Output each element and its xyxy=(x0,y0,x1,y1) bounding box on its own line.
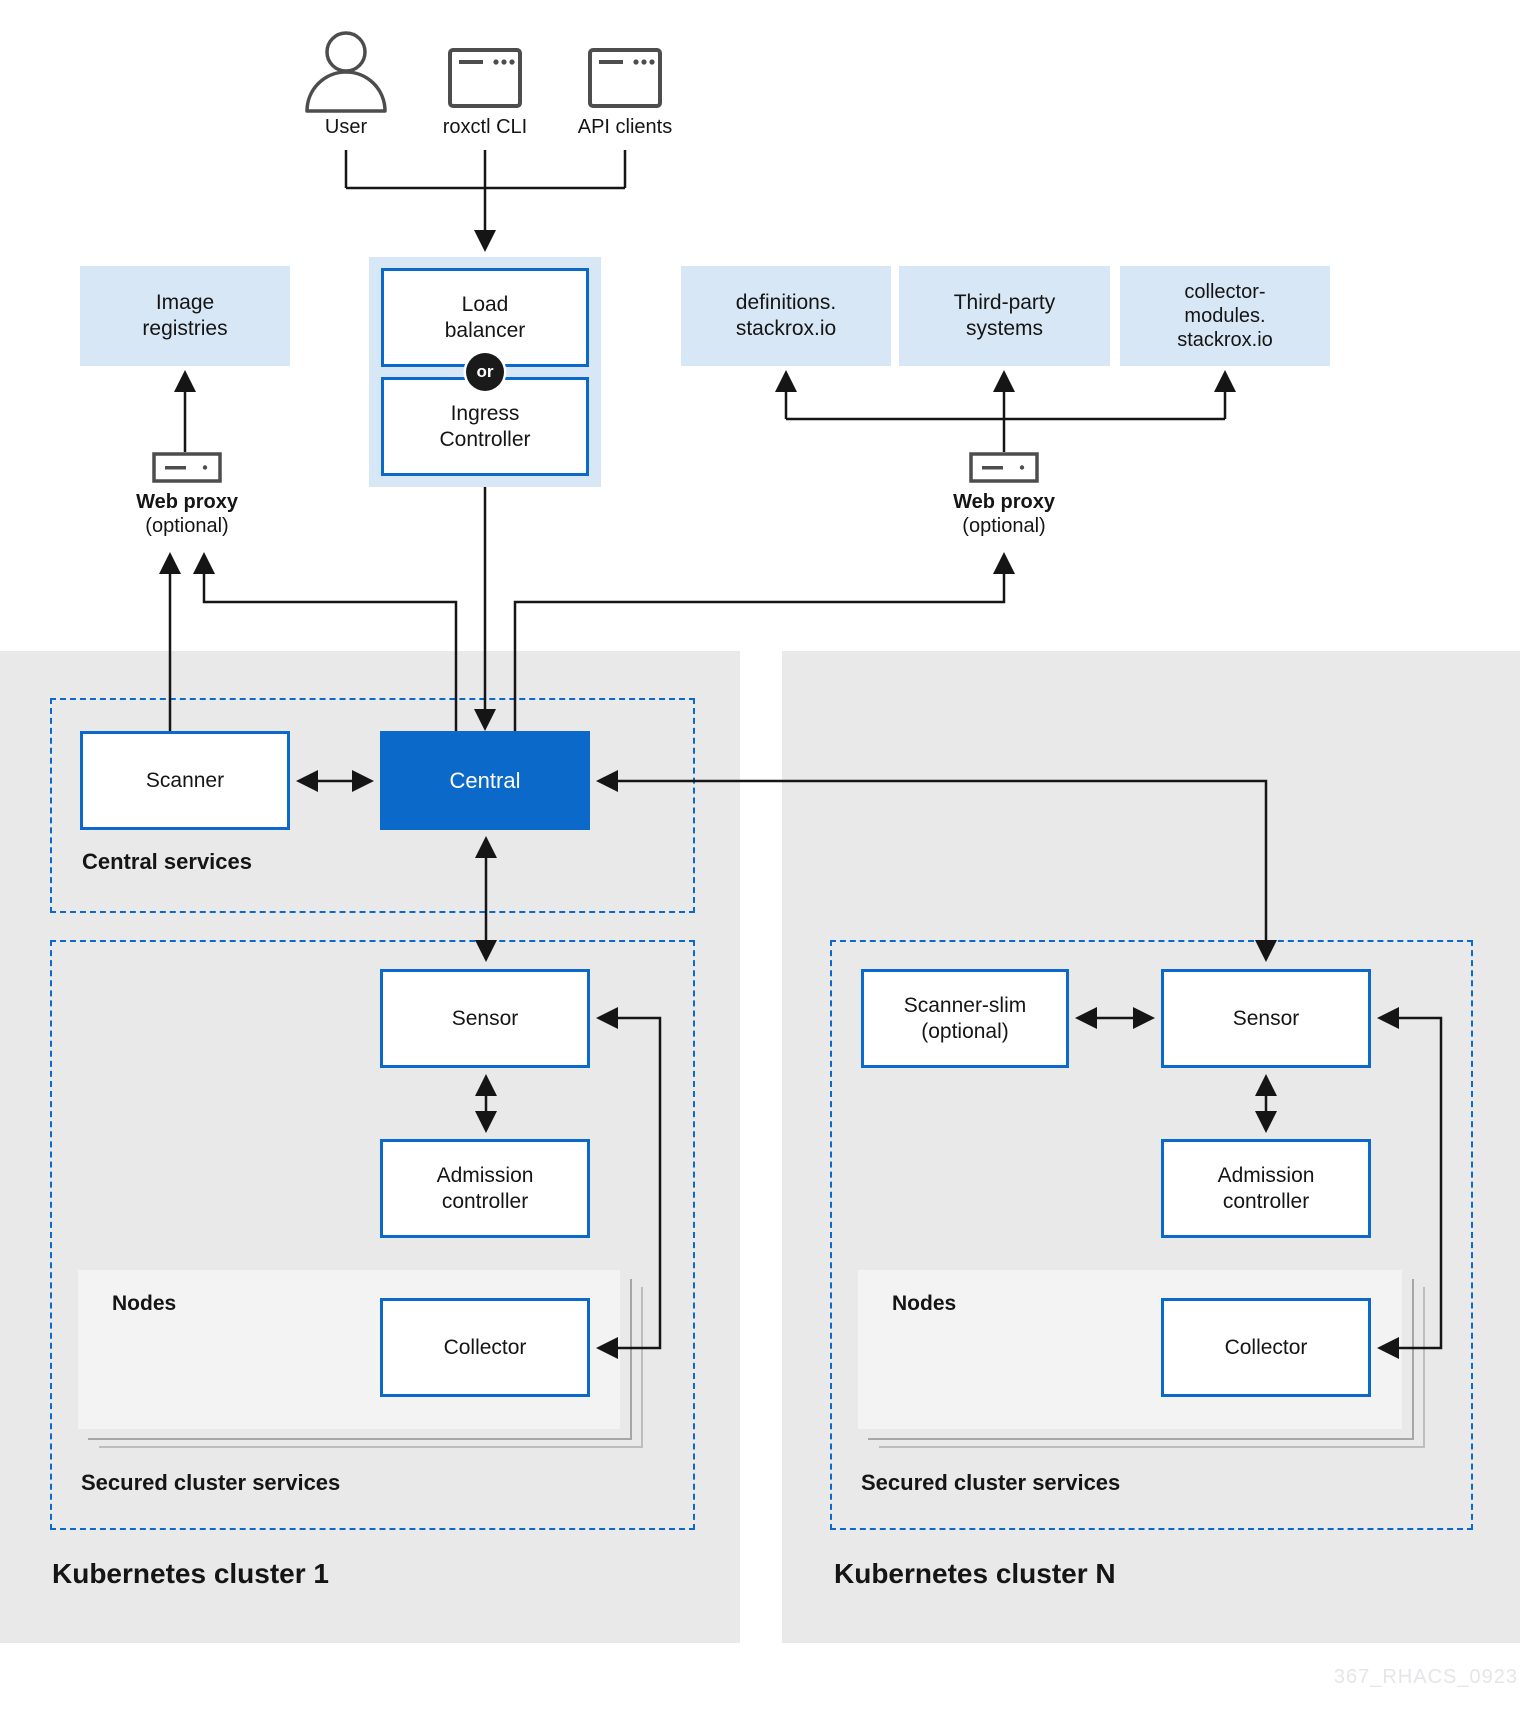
collector-modules-line1: collector- xyxy=(1184,281,1266,303)
web-proxy-left-title: Web proxy xyxy=(136,491,238,513)
nodes-sheet-mid xyxy=(88,1279,632,1440)
collector-label-clusterN: Collector xyxy=(1224,1335,1308,1359)
admission-line2-clusterN: controller xyxy=(1222,1189,1310,1213)
collector-box-clusterN: Collector xyxy=(1161,1298,1371,1397)
image-registries-line1: Image xyxy=(155,291,215,314)
terminal-window-icon xyxy=(448,48,522,108)
third-party-line1: Third-party xyxy=(953,291,1056,314)
web-proxy-left-label: Web proxy (optional) xyxy=(117,490,257,538)
cluster1-title: Kubernetes cluster 1 xyxy=(52,1558,329,1589)
scanner-label: Scanner xyxy=(145,768,225,792)
collector-label-cluster1: Collector xyxy=(443,1335,527,1359)
admission-controller-box-cluster1: Admission controller xyxy=(380,1139,590,1238)
collector-modules-box: collector- modules. stackrox.io xyxy=(1120,266,1330,366)
collector-box-cluster1: Collector xyxy=(380,1298,590,1397)
definitions-line1: definitions. xyxy=(735,291,837,314)
central-label: Central xyxy=(449,767,521,793)
secured-cluster-n-boundary xyxy=(830,940,1473,1530)
ingress-line1: Ingress xyxy=(450,401,520,425)
admission-line1-cluster1: Admission xyxy=(436,1163,534,1187)
web-proxy-left-subtitle: (optional) xyxy=(145,515,229,537)
scanner-slim-line1: Scanner-slim xyxy=(903,993,1027,1017)
admission-line2-cluster1: controller xyxy=(441,1189,529,1213)
admission-controller-box-clusterN: Admission controller xyxy=(1161,1139,1371,1238)
api-clients-label: API clients xyxy=(577,116,673,138)
web-proxy-right-subtitle: (optional) xyxy=(962,515,1046,537)
web-proxy-right-title: Web proxy xyxy=(953,491,1055,513)
sensor-label-cluster1: Sensor xyxy=(451,1006,519,1030)
sensor-label-clusterN: Sensor xyxy=(1232,1006,1300,1030)
image-registries-line2: registries xyxy=(142,317,228,340)
nodes-label-cluster1: Nodes xyxy=(112,1292,177,1315)
third-party-line2: systems xyxy=(965,317,1043,340)
ingress-line2: Controller xyxy=(439,427,531,451)
scanner-box: Scanner xyxy=(80,731,290,830)
sensor-box-clusterN: Sensor xyxy=(1161,969,1371,1068)
third-party-systems-box: Third-party systems xyxy=(899,266,1110,366)
web-proxy-left-icon xyxy=(152,452,222,483)
nodes-sheet-mid-n xyxy=(868,1279,1414,1440)
user-icon xyxy=(305,31,387,113)
admission-line1-clusterN: Admission xyxy=(1217,1163,1315,1187)
ingress-controller-box: Ingress Controller xyxy=(381,377,589,476)
roxctl-cli-label: roxctl CLI xyxy=(442,116,528,138)
load-balancer-line1: Load xyxy=(461,292,509,316)
figure-watermark: 367_RHACS_0923 xyxy=(1333,1666,1518,1688)
nodes-sheet-back-n xyxy=(879,1287,1425,1448)
secured-services-label-clusterN: Secured cluster services xyxy=(861,1470,1121,1495)
scanner-slim-line2: (optional) xyxy=(921,1019,1009,1043)
clusterN-panel xyxy=(782,651,1520,1643)
collector-modules-line2: modules. xyxy=(1184,305,1266,327)
web-proxy-right-icon xyxy=(969,452,1039,483)
nodes-label-clusterN: Nodes xyxy=(892,1292,957,1315)
nodes-sheet-back xyxy=(99,1287,643,1448)
sensor-box-cluster1: Sensor xyxy=(380,969,590,1068)
definitions-stackrox-box: definitions. stackrox.io xyxy=(681,266,891,366)
or-badge: or xyxy=(466,353,504,391)
secured-cluster-1-boundary xyxy=(50,940,695,1530)
central-services-label: Central services xyxy=(82,849,252,874)
user-label: User xyxy=(324,116,368,138)
central-services-boundary xyxy=(50,698,695,913)
clusterN-title: Kubernetes cluster N xyxy=(834,1558,1116,1589)
load-balancer-line2: balancer xyxy=(444,318,526,342)
secured-services-label-cluster1: Secured cluster services xyxy=(81,1470,341,1495)
scanner-slim-box: Scanner-slim (optional) xyxy=(861,969,1069,1068)
definitions-line2: stackrox.io xyxy=(735,317,837,340)
collector-modules-line3: stackrox.io xyxy=(1177,329,1273,351)
central-box: Central xyxy=(380,731,590,830)
image-registries-box: Image registries xyxy=(80,266,290,366)
api-window-icon xyxy=(588,48,662,108)
web-proxy-right-label: Web proxy (optional) xyxy=(934,490,1074,538)
